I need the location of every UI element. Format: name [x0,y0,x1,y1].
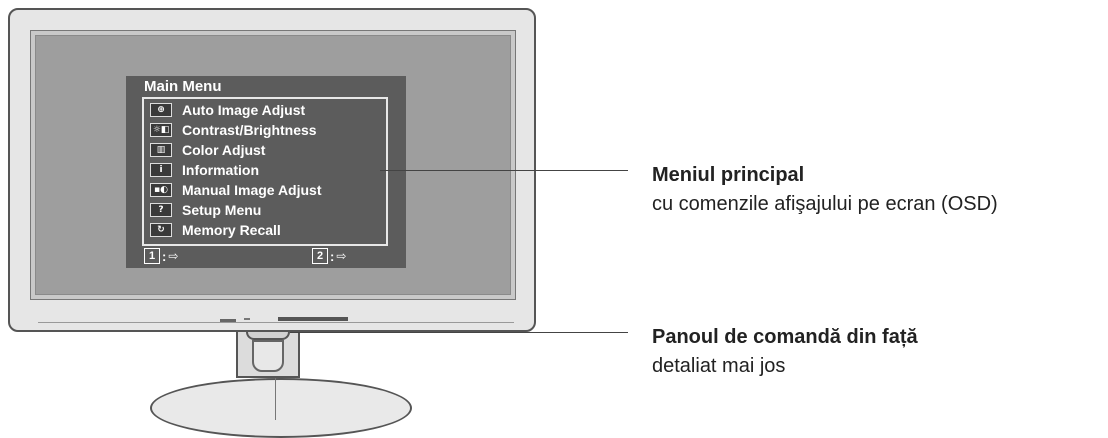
key-separator: : [330,248,335,264]
enter-icon: ⇨ [336,249,347,263]
menu-item-contrast-brightness[interactable]: ☼◧ Contrast/Brightness [150,120,317,140]
setup-menu-icon: ? [150,203,172,217]
leader-line-front-panel [290,332,628,333]
callout-description: cu comenzile afişajului pe ecran (OSD) [652,193,998,215]
menu-item-information[interactable]: i Information [150,160,259,180]
menu-item-auto-image-adjust[interactable]: ⊕ Auto Image Adjust [150,100,305,120]
menu-item-label: Information [182,162,259,178]
menu-item-memory-recall[interactable]: ↻ Memory Recall [150,220,281,240]
callout-title: Meniul principal [652,164,805,186]
key2-icon: 2 [312,248,328,264]
contrast-brightness-icon: ☼◧ [150,123,172,137]
leader-line-main-menu [380,170,628,171]
exit-icon: ⇨ [168,249,179,263]
menu-item-label: Memory Recall [182,222,281,238]
callout-description: detaliat mai jos [652,355,786,377]
auto-adjust-icon: ⊕ [150,103,172,117]
power-led [244,318,250,320]
stand-base [150,378,412,438]
menu-item-color-adjust[interactable]: ▥ Color Adjust [150,140,265,160]
front-button-label [220,319,236,322]
key-separator: : [162,248,167,264]
callout-main-menu: Meniul principal cu comenzile afişajului… [652,164,998,216]
key1-icon: 1 [144,248,160,264]
callout-title: Panoul de comandă din față [652,326,918,348]
information-icon: i [150,163,172,177]
menu-item-setup-menu[interactable]: ? Setup Menu [150,200,261,220]
front-control-panel[interactable] [278,317,348,321]
menu-item-label: Manual Image Adjust [182,182,322,198]
osd-key1-hint[interactable]: 1 : ⇨ [144,247,178,265]
menu-item-label: Color Adjust [182,142,266,158]
bezel-bottom-edge [38,322,514,323]
memory-recall-icon: ↻ [150,223,172,237]
osd-menu-list: ⊕ Auto Image Adjust ☼◧ Contrast/Brightne… [142,97,388,246]
menu-item-label: Auto Image Adjust [182,102,306,118]
osd-title: Main Menu [144,78,222,95]
manual-adjust-icon: ▪◐ [150,183,172,197]
osd-main-menu: Main Menu ⊕ Auto Image Adjust ☼◧ Contras… [126,76,406,268]
color-adjust-icon: ▥ [150,143,172,157]
osd-key2-hint[interactable]: 2 : ⇨ [312,247,346,265]
menu-item-manual-image-adjust[interactable]: ▪◐ Manual Image Adjust [150,180,322,200]
stand-base-seam [275,378,276,420]
menu-item-label: Setup Menu [182,202,262,218]
callout-front-panel: Panoul de comandă din față detaliat mai … [652,326,918,378]
stand-hinge [246,332,290,340]
stand-neck-inner [252,340,284,372]
menu-item-label: Contrast/Brightness [182,122,317,138]
